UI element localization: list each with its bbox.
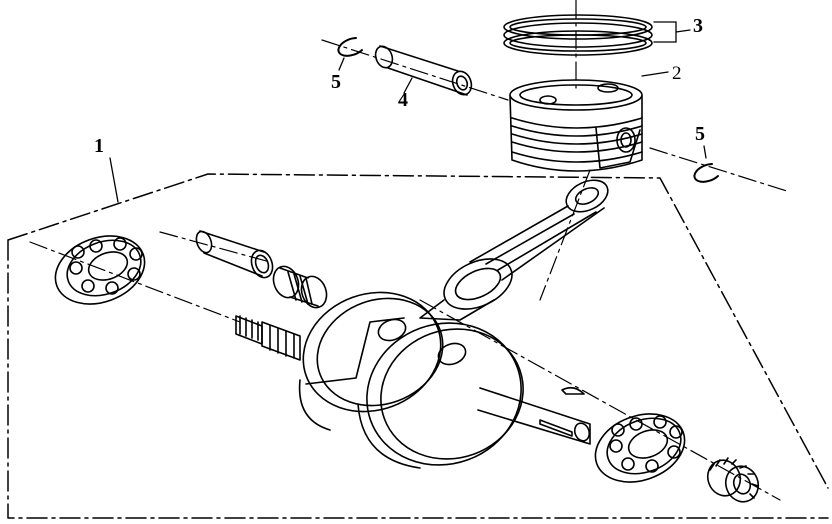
assembly-boundary: [7, 173, 829, 519]
needle-bearing: [272, 265, 328, 309]
left-main-bearing: [54, 235, 146, 305]
callout-2-piston: 2: [672, 63, 682, 84]
crankshaft: [235, 291, 591, 469]
crank-pin: [195, 230, 274, 279]
callout-5-circlip-left: 5: [331, 71, 341, 93]
callout-5-circlip-right: 5: [695, 123, 705, 145]
timing-sprocket: [706, 457, 760, 503]
piston-pin: [374, 45, 473, 96]
piston-rings: [503, 14, 653, 56]
piston: [509, 79, 643, 172]
right-main-bearing: [594, 413, 686, 483]
callout-1-crankshaft-assembly: 1: [94, 135, 104, 157]
circlip-right: [693, 163, 719, 183]
callout-4-piston-pin: 4: [398, 89, 408, 111]
leader-lines: [109, 21, 707, 203]
connecting-rod: [419, 179, 609, 321]
circlip-left: [337, 37, 363, 57]
callout-3-piston-rings: 3: [693, 15, 703, 37]
